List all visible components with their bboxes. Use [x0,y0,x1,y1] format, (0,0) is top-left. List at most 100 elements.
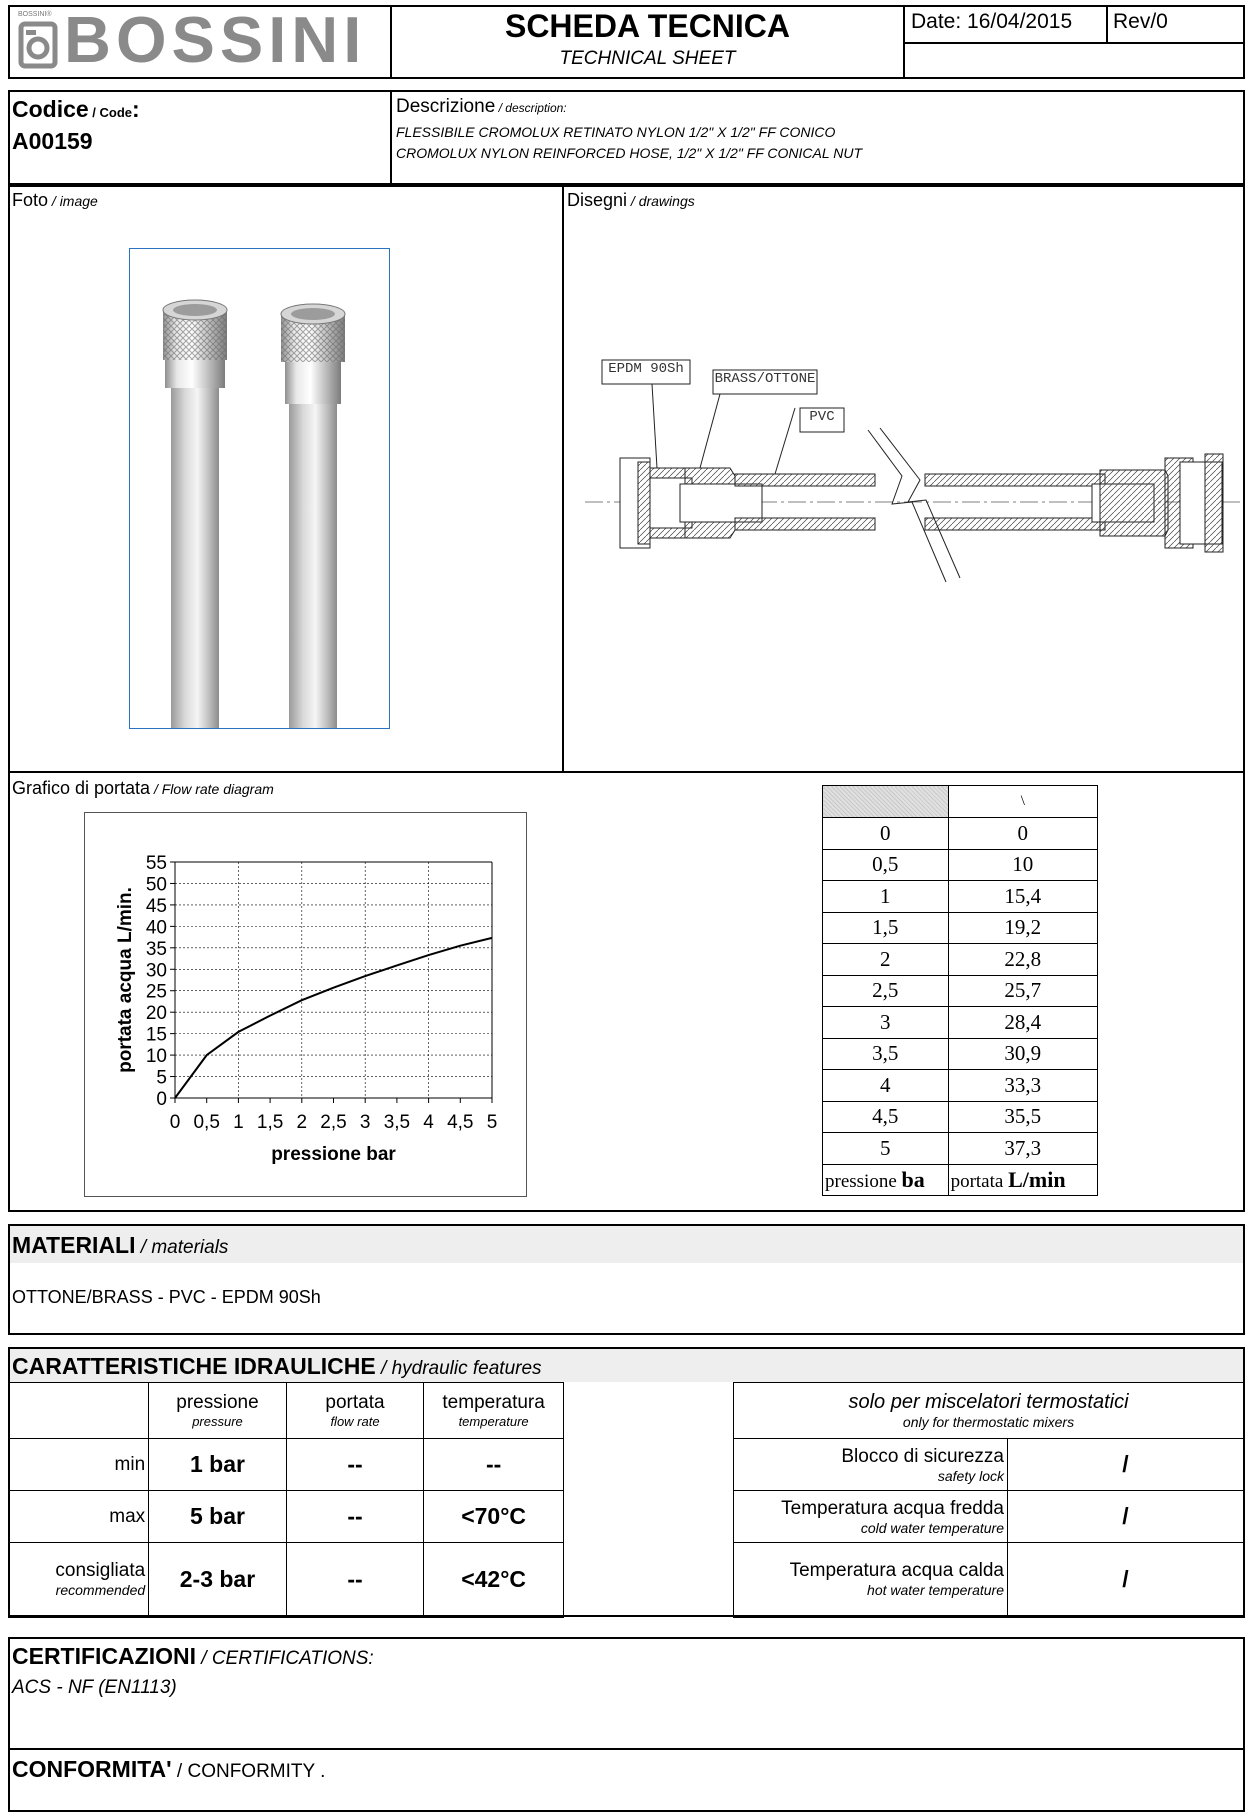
thermo-title: solo per miscelatori termostatici only f… [733,1382,1245,1439]
y-tick-label: 5 [156,1068,167,1089]
row-min-label: min [8,1438,150,1491]
x-tick-label: 0,5 [193,1112,219,1133]
flow-table-header: \ [822,785,1099,818]
row-max-pressure: 5 bar [148,1490,287,1543]
brand-small-text: BOSSINI® [18,11,52,18]
materials-title-it: MATERIALI [12,1232,136,1258]
hydraulic-header [10,1349,1243,1382]
flow-table-flow: 35,5 [947,1100,1099,1133]
hydraulic-title-it: CARATTERISTICHE IDRAULICHE [12,1353,376,1379]
y-tick-label: 50 [146,874,167,895]
row-max-label-text: max [109,1505,146,1527]
x-tick-label: 2,5 [320,1112,346,1133]
materials-text: OTTONE/BRASS - PVC - EPDM 90Sh [12,1287,321,1307]
y-tick-label: 30 [146,960,167,981]
callout-epdm: EPDM 90Sh [608,361,684,377]
photo-label-en: / image [48,193,98,209]
thermo-cold-it: Temperatura acqua fredda [781,1497,1004,1519]
thermo-hot-it: Temperatura acqua calda [789,1560,1004,1582]
flow-label: Grafico di portata / Flow rate diagram [12,778,274,799]
foot-left-b: ba [901,1166,925,1192]
flow-table-pressure: 1 [822,880,949,913]
materials-bar [8,1224,1245,1335]
product-code-label: Codice / Code: [12,96,140,123]
thermo-title-en: only for thermostatic mixers [902,1414,1075,1430]
flow-table-flow: 10 [947,848,1099,881]
row-max-temp: <70°C [423,1490,564,1543]
chart-grid [170,861,493,1103]
flow-table-pressure: 2,5 [822,974,949,1007]
flow-label-en: / Flow rate diagram [150,781,274,797]
logo-mark-icon [18,21,58,69]
thermo-safety-value: / [1007,1438,1245,1491]
materials-header [10,1226,1243,1263]
conformity-title: CONFORMITA' / CONFORMITY . [12,1756,325,1783]
foot-right-a: portata [950,1170,1009,1192]
row-min-label-text: min [114,1453,146,1475]
hydraulic-row-min: min 1 bar -- -- [8,1438,564,1491]
flow-table-pressure: 3,5 [822,1037,949,1070]
photo-label-it: Foto [12,190,49,210]
thermo-hot-en: hot water temperature [867,1582,1004,1599]
flow-table-header-left [822,785,949,818]
flow-table-flow: 28,4 [947,1006,1099,1039]
flow-table-flow: 22,8 [947,943,1099,976]
drawing-label: Disegni / drawings [567,190,695,211]
flow-table-flow: 0 [947,817,1099,850]
y-axis-label: portata acqua L/min. [115,887,136,1073]
product-code: A00159 [12,128,93,154]
thermo-safety-en: safety lock [937,1467,1004,1484]
header-divider-3 [1106,5,1108,43]
row-min-temp: -- [423,1438,564,1491]
flow-table-foot-right: portata L/min [947,1163,1099,1196]
thermo-safety-it: Blocco di sicurezza [841,1445,1004,1467]
conformity-title-it: CONFORMITA' [12,1756,172,1782]
col-flow: portata flow rate [285,1382,425,1439]
header-divider-1 [390,5,392,79]
col-temperature: temperatura temperature [423,1382,564,1439]
images-divider [562,185,564,773]
col-pressure: pressione pressure [148,1382,287,1439]
thermo-cold-value: / [1007,1490,1245,1543]
materials-title-en: / materials [135,1237,229,1258]
flow-bar [8,771,1245,1212]
hydraulic-table: pressione pressure portata flow rate tem… [8,1382,564,1618]
flow-table-pressure: 3 [822,1006,949,1039]
flow-table-foot-left: pressione ba [822,1163,949,1196]
y-tick-label: 25 [146,982,167,1003]
sheet-revision: Rev/0 [1113,10,1168,33]
sheet-date: Date: 16/04/2015 [911,10,1073,33]
description-it: FLESSIBILE CROMOLUX RETINATO NYLON 1/2" … [396,124,836,140]
flow-table-header-right: \ [947,785,1099,818]
x-axis-label: pressione bar [271,1144,396,1165]
flow-curve [174,936,493,1099]
flow-table-flow: 33,3 [947,1069,1099,1102]
x-tick-label: 1 [233,1112,244,1133]
product-bar [8,90,1245,185]
hydraulic-col-headers: pressione pressure portata flow rate tem… [8,1382,564,1439]
x-tick-label: 2 [297,1112,308,1133]
thermo-cold-label: Temperatura acqua fredda cold water temp… [733,1490,1008,1543]
hydraulic-title: CARATTERISTICHE IDRAULICHE / hydraulic f… [12,1353,542,1380]
drawing-label-it: Disegni [567,190,628,210]
photo-label: Foto / image [12,190,98,211]
x-tick-label: 1,5 [257,1112,283,1133]
hydraulic-row-max: max 5 bar -- <70°C [8,1490,564,1543]
flow-table-flow: 25,7 [947,974,1099,1007]
thermo-row-cold: Temperatura acqua fredda cold water temp… [733,1490,1245,1543]
row-rec-label: consigliata recommended [8,1542,150,1618]
y-tick-label: 20 [146,1003,167,1024]
x-tick-label: 4,5 [447,1112,473,1133]
flow-table-flow: 15,4 [947,880,1099,913]
flow-table-flow: 30,9 [947,1037,1099,1070]
certifications-text: ACS - NF (EN1113) [12,1677,177,1698]
col-pressure-it: pressione [176,1392,259,1413]
hydraulic-corner [8,1382,150,1439]
